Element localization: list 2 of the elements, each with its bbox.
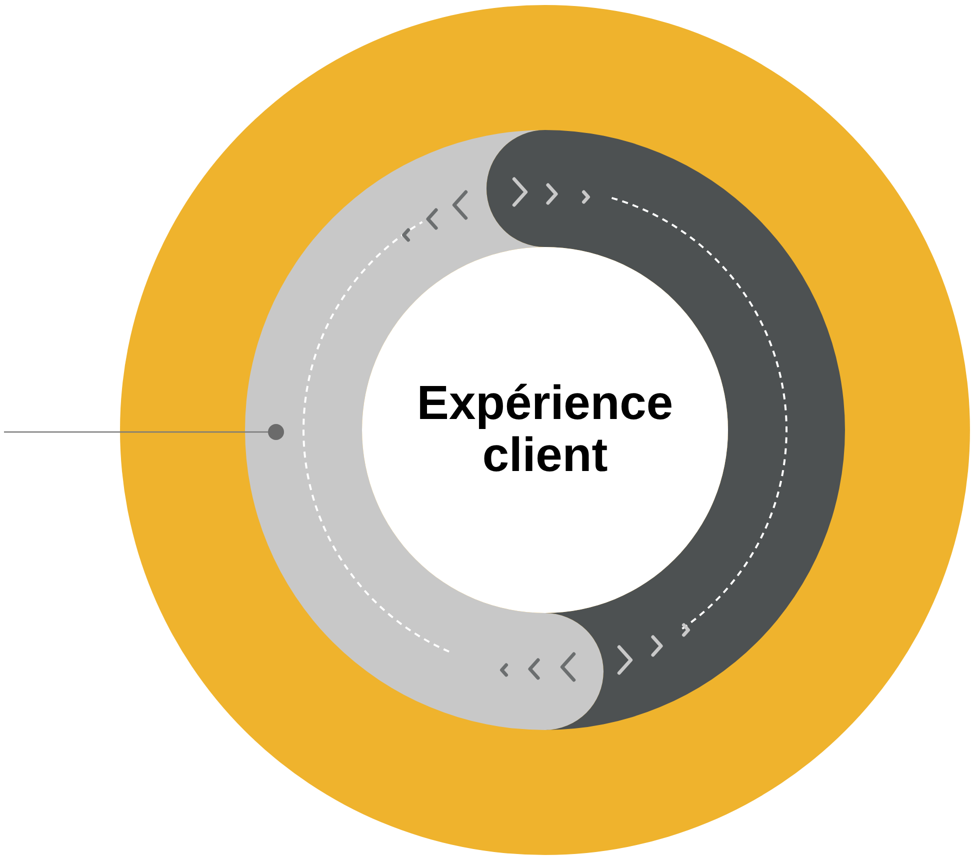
leader-line bbox=[4, 424, 284, 440]
center-title: Expérience client bbox=[416, 378, 674, 482]
